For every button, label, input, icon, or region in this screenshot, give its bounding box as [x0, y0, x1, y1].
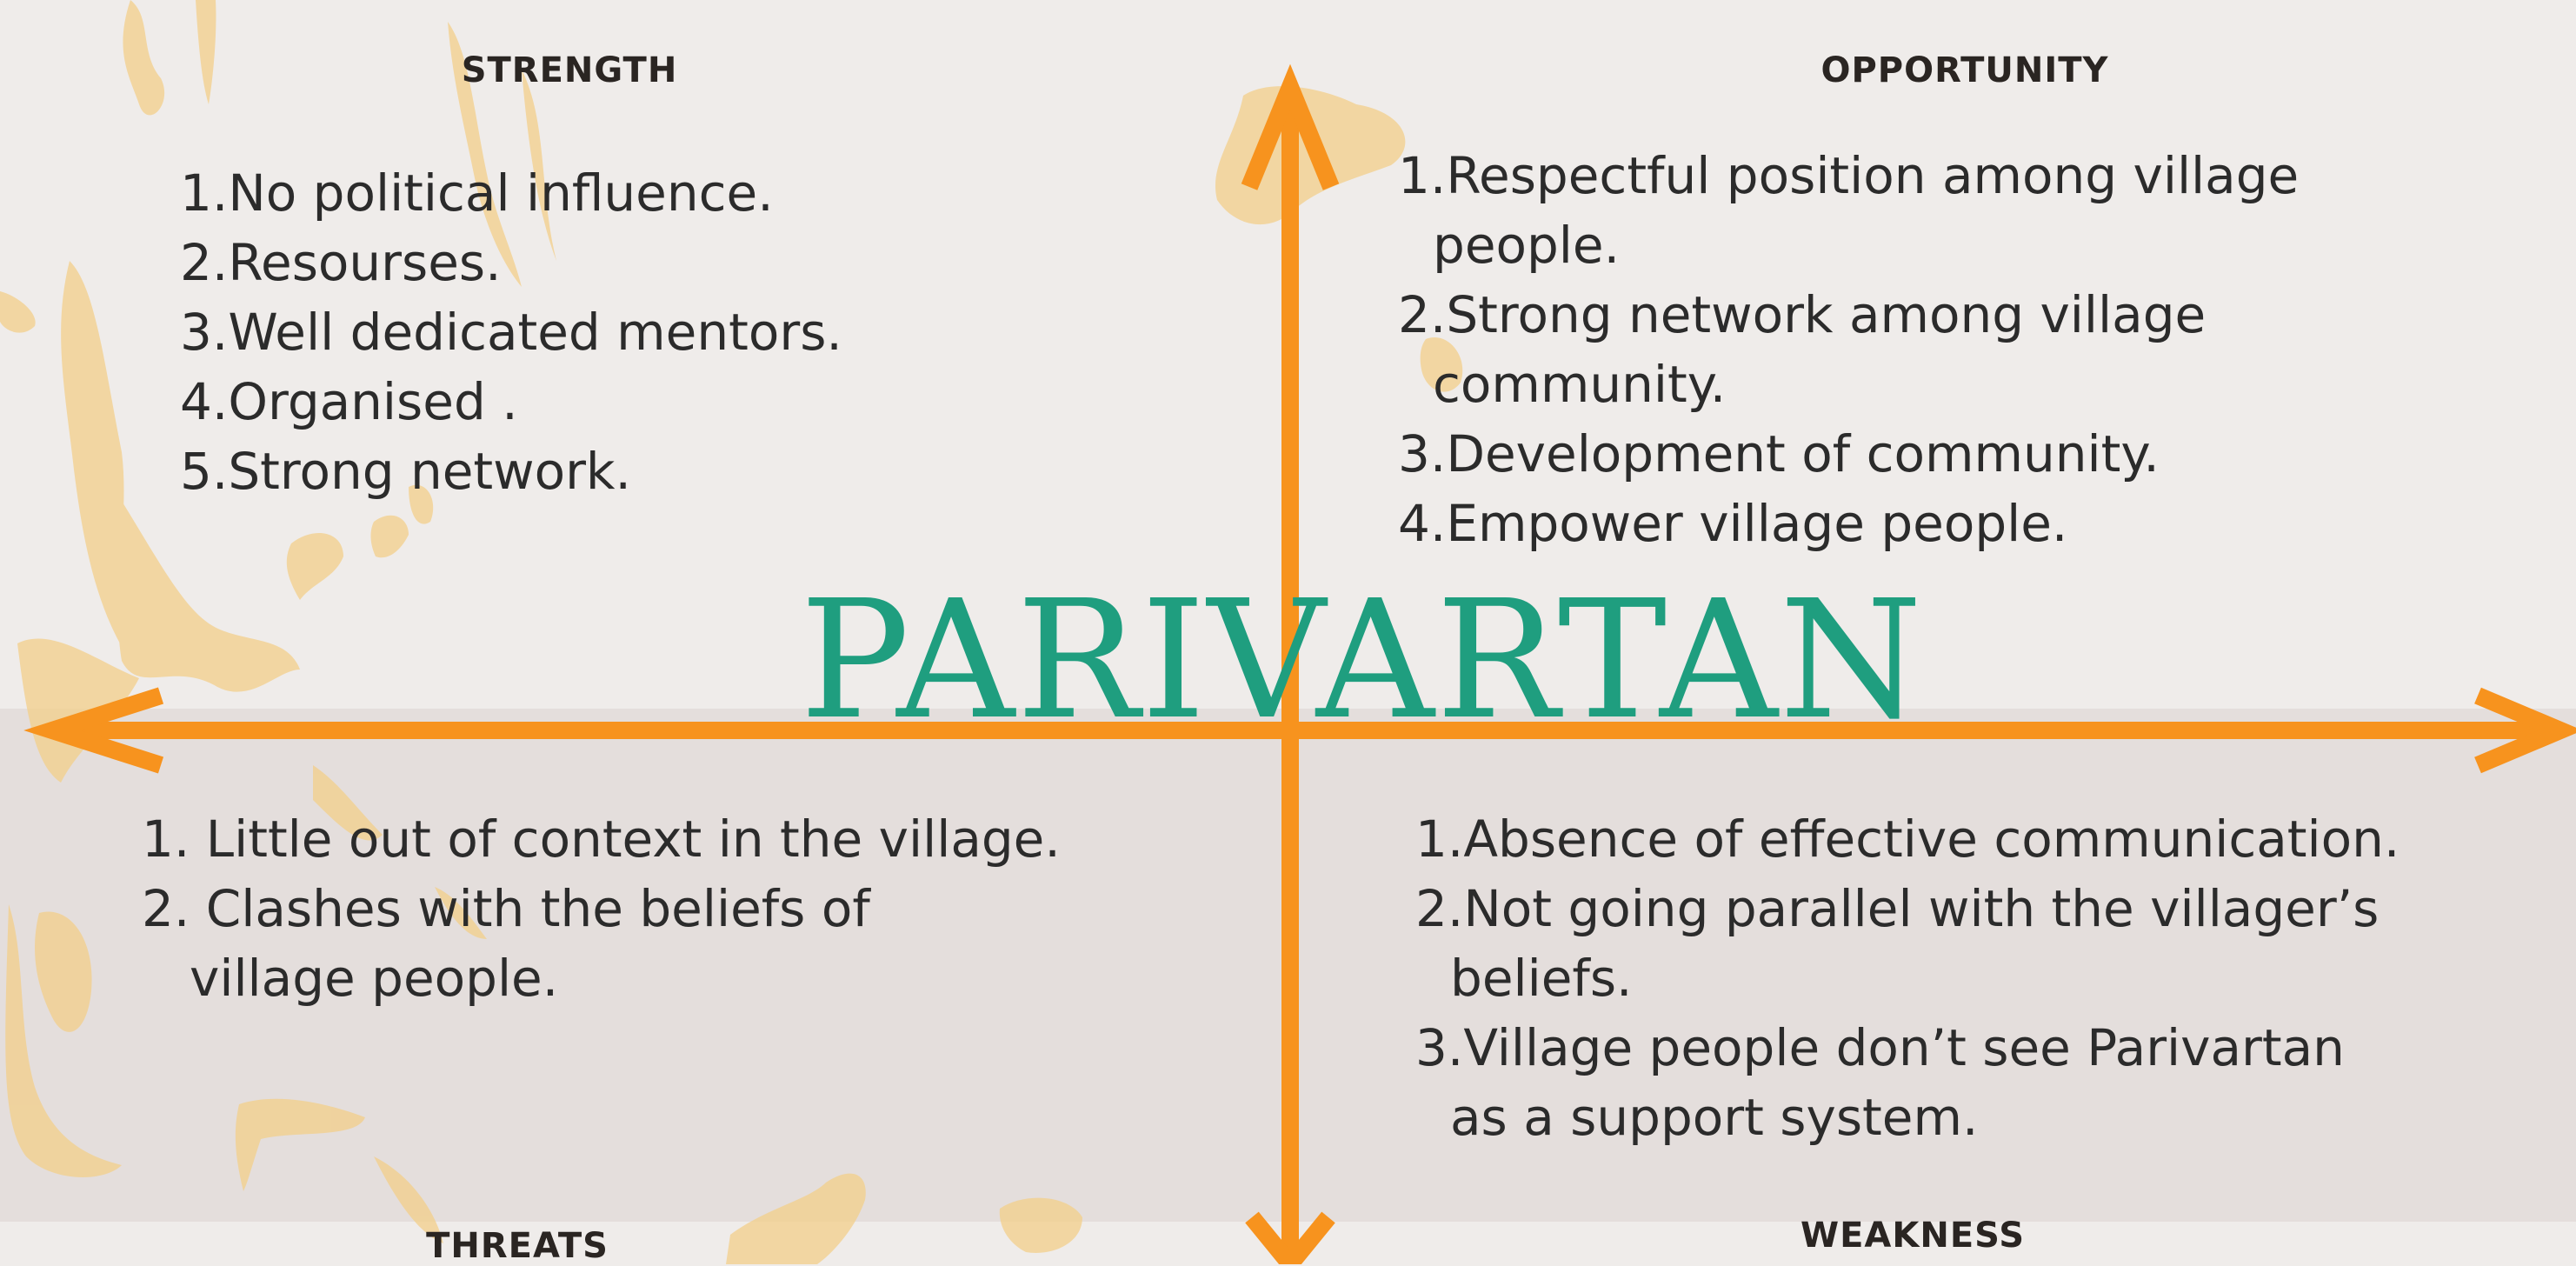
- strength-list: 1.No political influence. 2.Resourses. 3…: [180, 158, 842, 506]
- left-arrowhead: [23, 687, 164, 774]
- list-item: 2.Strong network among village: [1398, 285, 2207, 344]
- paint-blot: [35, 911, 92, 1032]
- paint-blot: [409, 484, 434, 524]
- paint-blot: [435, 887, 487, 939]
- paint-blot: [17, 638, 139, 783]
- paint-blot: [123, 0, 165, 116]
- strength-heading: STRENGTH: [461, 50, 678, 90]
- threats-list: 1. Little out of context in the village.…: [142, 804, 1061, 1013]
- list-item-continuation: village people.: [190, 949, 559, 1008]
- paint-blot: [522, 70, 556, 261]
- paint-blot: [196, 0, 216, 104]
- paint-blot: [370, 515, 409, 558]
- paint-blot: [235, 1098, 365, 1191]
- paint-blot: [5, 904, 123, 1177]
- weakness-heading: WEAKNESS: [1800, 1216, 2026, 1256]
- paint-blot: [286, 533, 343, 600]
- list-item: 5.Strong network.: [180, 442, 631, 501]
- list-item: 1.Absence of effective communication.: [1415, 810, 2400, 869]
- list-item-continuation: community.: [1433, 355, 1727, 414]
- paint-blot: [1420, 337, 1463, 392]
- list-item-continuation: beliefs.: [1450, 949, 1633, 1008]
- paint-blot: [113, 487, 300, 692]
- paint-blot: [726, 1173, 866, 1264]
- paint-blot: [374, 1156, 443, 1243]
- weakness-list: 1.Absence of effective communication. 2.…: [1415, 804, 2400, 1152]
- list-item: 1.Respectful position among village: [1398, 146, 2300, 205]
- list-item: 1.No political influence.: [180, 163, 774, 223]
- paint-blot: [999, 1197, 1082, 1253]
- list-item: 4.Organised .: [180, 372, 518, 431]
- opportunity-heading: OPPORTUNITY: [1821, 50, 2109, 90]
- list-item-continuation: as a support system.: [1450, 1088, 1979, 1147]
- paint-blot: [313, 765, 383, 841]
- list-item: 1. Little out of context in the village.: [142, 810, 1061, 869]
- list-item: 3.Well dedicated mentors.: [180, 303, 842, 362]
- list-item: 2.Resourses.: [180, 233, 502, 292]
- paint-blot: [0, 291, 36, 333]
- list-item: 2. Clashes with the beliefs of: [142, 879, 870, 938]
- list-item: 4.Empower village people.: [1398, 494, 2068, 553]
- diagram-title: PARIVARTAN: [800, 565, 1925, 756]
- list-item: 3.Development of community.: [1398, 424, 2160, 483]
- paint-blot: [448, 22, 522, 287]
- opportunity-list: 1.Respectful position among village peop…: [1398, 141, 2299, 558]
- right-arrowhead: [2474, 687, 2576, 774]
- list-item-continuation: people.: [1433, 216, 1621, 275]
- down-arrowhead: [1245, 1211, 1335, 1264]
- up-arrowhead: [1241, 63, 1340, 190]
- list-item: 3.Village people don’t see Parivartan: [1415, 1018, 2345, 1077]
- list-item: 2.Not going parallel with the villager’s: [1415, 879, 2380, 938]
- paint-blot: [61, 261, 130, 661]
- threats-heading: THREATS: [426, 1226, 609, 1266]
